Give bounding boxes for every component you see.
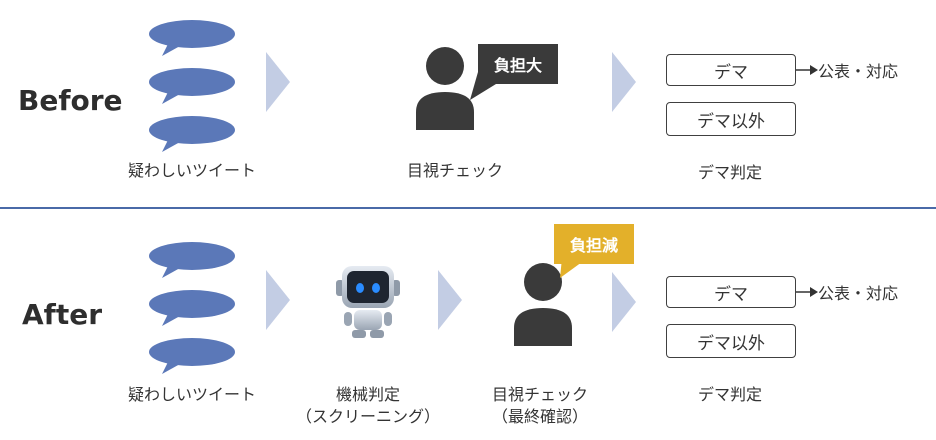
hoax-box-before: デマ	[666, 54, 796, 86]
speech-bubble-icon	[149, 242, 235, 278]
action-label-after: 公表・対応	[818, 284, 899, 303]
machine-caption-line1: 機械判定	[335, 385, 400, 404]
action-label-before: 公表・対応	[818, 62, 899, 81]
not-hoax-box-before: デマ以外	[666, 102, 796, 136]
speech-bubble-icon	[149, 68, 235, 104]
speech-bubble-icon	[149, 338, 235, 374]
chevron-right-icon	[438, 270, 462, 330]
speech-bubble-icon	[149, 290, 235, 326]
section-divider	[0, 207, 936, 209]
tweets-caption-before: 疑わしいツイート	[127, 161, 256, 180]
visual-check-caption-after-line1: 目視チェック	[491, 385, 588, 404]
person-icon	[514, 263, 572, 346]
person-icon	[416, 47, 474, 130]
burden-bubble-shape-after	[554, 224, 634, 278]
visual-check-caption-before: 目視チェック	[406, 161, 503, 180]
speech-bubble-icon	[149, 20, 235, 56]
speech-bubble-icon	[149, 116, 235, 152]
visual-check-caption-after-line2: （最終確認）	[491, 407, 588, 426]
chevron-right-icon	[612, 52, 636, 112]
burden-bubble-after: 負担減	[569, 236, 618, 255]
tweet-bubbles-after	[149, 242, 235, 374]
machine-caption: 機械判定 （スクリーニング）	[290, 384, 446, 428]
chevron-right-icon	[266, 270, 290, 330]
chevron-right-icon	[612, 272, 636, 332]
burden-bubble-shape-before	[470, 44, 558, 100]
after-label: After	[22, 298, 103, 331]
burden-bubble-before: 負担大	[493, 56, 542, 75]
machine-caption-line2: （スクリーニング）	[295, 407, 440, 426]
visual-check-caption-after: 目視チェック （最終確認）	[470, 384, 610, 428]
judgement-caption-after: デマ判定	[697, 385, 762, 404]
chevron-right-icon	[266, 52, 290, 112]
arrow-right-icon	[796, 287, 818, 297]
tweets-caption-after: 疑わしいツイート	[127, 385, 256, 404]
not-hoax-box-after: デマ以外	[666, 324, 796, 358]
robot-icon	[336, 266, 400, 338]
before-label: Before	[18, 84, 123, 117]
arrow-right-icon	[796, 65, 818, 75]
judgement-caption-before: デマ判定	[697, 163, 762, 182]
hoax-box-after: デマ	[666, 276, 796, 308]
tweet-bubbles-before	[149, 20, 235, 152]
